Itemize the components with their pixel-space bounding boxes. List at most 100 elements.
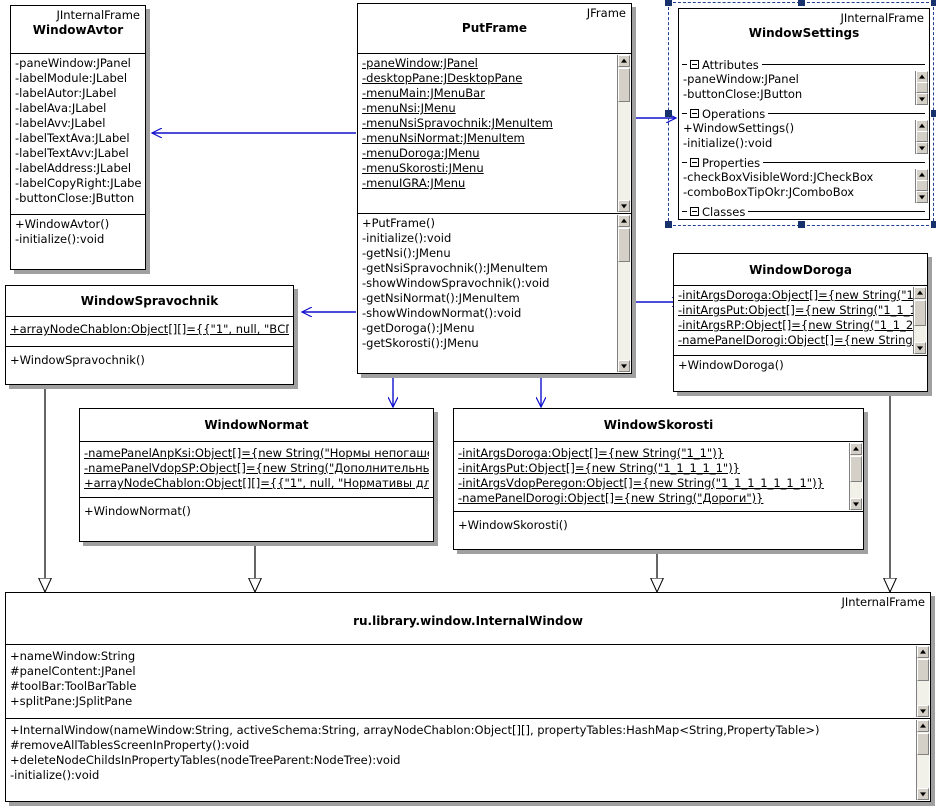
attribute-item: -initArgsRP:Object[]={new String("1_1_2_…	[678, 318, 923, 332]
scrollbar-thumb[interactable]	[618, 228, 630, 262]
collapse-icon[interactable]	[690, 60, 699, 69]
triangle-down-icon	[621, 204, 627, 209]
scroll-down-button[interactable]	[917, 705, 929, 717]
attributes-compartment-windowavtor: -paneWindow:JPanel -labelModule:JLabel -…	[11, 54, 145, 215]
collapse-icon[interactable]	[690, 158, 699, 167]
scroll-down-button[interactable]	[917, 788, 929, 800]
class-box-windowavtor[interactable]: JInternalFrame WindowAvtor -paneWindow:J…	[10, 5, 146, 270]
class-box-internalwindow[interactable]: JInternalFrame ru.library.window.Interna…	[5, 592, 931, 802]
scroll-up-button[interactable]	[618, 55, 630, 67]
collapse-icon[interactable]	[690, 207, 699, 216]
scroll-down-button[interactable]	[850, 498, 862, 510]
operation-item: +WindowSpravochnik()	[10, 353, 145, 367]
triangle-up-icon	[920, 649, 926, 654]
group-header-properties[interactable]: Properties	[679, 155, 929, 170]
class-name: WindowAvtor	[32, 23, 124, 37]
selection-handle-nw[interactable]	[665, 0, 672, 6]
operation-list: +WindowAvtor() -initialize():void	[11, 215, 145, 249]
scroll-up-button[interactable]	[618, 215, 630, 227]
class-header-windowskorosti: WindowSkorosti	[454, 409, 863, 442]
scrollbar-thumb[interactable]	[914, 300, 926, 326]
scroll-down-button[interactable]	[914, 342, 926, 354]
scrollbar-thumb[interactable]	[916, 131, 928, 142]
attributes-scrollbar-windowdoroga[interactable]	[913, 287, 926, 354]
scroll-up-button[interactable]	[917, 646, 929, 658]
group-dash-left	[682, 211, 687, 212]
group-dash-right	[748, 211, 925, 212]
operation-item: +WindowSettings()	[683, 121, 795, 135]
selection-handle-n[interactable]	[798, 0, 805, 6]
class-box-windowsettings[interactable]: JInternalFrame WindowSettings Attributes…	[678, 8, 930, 220]
scrollbar-thumb[interactable]	[917, 659, 929, 681]
scrollbar-thumb[interactable]	[916, 82, 928, 93]
scrollbar-thumb[interactable]	[850, 456, 862, 482]
selection-handle-ne[interactable]	[931, 0, 936, 6]
class-stereotype: JInternalFrame	[841, 595, 925, 609]
inner-class-item: #ClassNameTreeCellRenderer	[683, 219, 925, 220]
group-properties-windowsettings: Properties -checkBoxVisibleWord:JCheckBo…	[679, 155, 929, 204]
attributes-scrollbar-windowsettings[interactable]	[915, 71, 928, 105]
attribute-item: -namePanelVdopSP:Object[]={new String("Д…	[84, 461, 429, 475]
attribute-item: -labelTextAvv:JLabel	[15, 146, 129, 160]
triangle-up-icon	[853, 446, 859, 451]
class-box-putframe[interactable]: JFrame PutFrame -paneWindow:JPanel -desk…	[357, 3, 632, 374]
scroll-down-button[interactable]	[618, 360, 630, 372]
scroll-down-button[interactable]	[916, 191, 928, 203]
selection-handle-s[interactable]	[798, 221, 805, 228]
group-rows-properties: -checkBoxVisibleWord:JCheckBox -comboBox…	[679, 170, 929, 200]
class-box-windowskorosti[interactable]: WindowSkorosti -initArgsDoroga:Object[]=…	[453, 408, 864, 550]
scroll-down-button[interactable]	[618, 200, 630, 212]
group-dash-left	[682, 64, 687, 65]
class-box-windowspravochnik[interactable]: WindowSpravochnik +arrayNodeChablon:Obje…	[5, 285, 294, 385]
class-box-windownormat[interactable]: WindowNormat -namePanelAnpKsi:Object[]={…	[79, 408, 434, 542]
operation-item: +deleteNodeChildsInPropertyTables(nodeTr…	[10, 753, 401, 767]
operation-item: +WindowNormat()	[84, 504, 191, 518]
attribute-item: -initArgsDoroga:Object[]={new String("1_…	[678, 288, 923, 302]
scroll-down-button[interactable]	[916, 93, 928, 105]
group-label: Operations	[702, 106, 766, 121]
scroll-down-button[interactable]	[916, 142, 928, 154]
class-name: WindowSettings	[748, 26, 860, 40]
selection-handle-sw[interactable]	[665, 221, 672, 228]
group-dash-left	[682, 162, 687, 163]
operation-item: -getNsiSpravochnik():JMenuItem	[362, 261, 548, 275]
selection-handle-se[interactable]	[931, 221, 936, 228]
property-item: -checkBoxVisibleWord:JCheckBox	[683, 170, 874, 184]
scroll-up-button[interactable]	[850, 443, 862, 455]
collapse-icon[interactable]	[690, 109, 699, 118]
operations-scrollbar-windowsettings[interactable]	[915, 120, 928, 154]
operation-item: -showWindowNormat():void	[362, 306, 522, 320]
attribute-item: -buttonClose:JButton	[15, 191, 135, 205]
class-stereotype: JFrame	[586, 6, 626, 20]
operations-compartment-windownormat: +WindowNormat()	[80, 498, 433, 541]
attributes-scrollbar-internalwindow[interactable]	[916, 646, 929, 717]
attribute-item: -menuNsi:JMenu	[362, 101, 456, 115]
scrollbar-thumb[interactable]	[917, 733, 929, 755]
attribute-list: -initArgsDoroga:Object[]={new String("1_…	[454, 442, 863, 508]
triangle-up-icon	[919, 123, 925, 128]
operations-scrollbar-internalwindow[interactable]	[916, 720, 929, 800]
selection-handle-e[interactable]	[931, 110, 936, 117]
attribute-item: -labelAvv:JLabel	[15, 116, 106, 130]
attributes-scrollbar-putframe[interactable]	[617, 55, 630, 212]
attributes-scrollbar-windowskorosti[interactable]	[849, 443, 862, 510]
triangle-down-icon	[919, 146, 925, 151]
group-header-operations[interactable]: Operations	[679, 106, 929, 121]
attribute-item: +splitPane:JSplitPane	[10, 694, 133, 708]
scroll-up-button[interactable]	[917, 720, 929, 732]
class-header-putframe: JFrame PutFrame	[358, 4, 631, 54]
operations-compartment-putframe: +PutFrame() -initialize():void -getNsi()…	[358, 214, 631, 373]
properties-scrollbar-windowsettings[interactable]	[915, 169, 928, 203]
selection-handle-w[interactable]	[665, 110, 672, 117]
class-box-windowdoroga[interactable]: WindowDoroga -initArgsDoroga:Object[]={n…	[673, 253, 928, 392]
scroll-up-button[interactable]	[914, 287, 926, 299]
attribute-item: -initArgsPut:Object[]={new String("1_1_1…	[678, 303, 923, 317]
operations-scrollbar-putframe[interactable]	[617, 215, 630, 372]
scrollbar-thumb[interactable]	[618, 68, 630, 102]
attribute-item: -menuMain:JMenuBar	[362, 86, 485, 100]
group-header-classes[interactable]: Classes	[679, 204, 929, 219]
group-header-attributes[interactable]: Attributes	[679, 57, 929, 72]
attribute-item: -paneWindow:JPanel	[362, 56, 478, 70]
scrollbar-thumb[interactable]	[916, 180, 928, 191]
